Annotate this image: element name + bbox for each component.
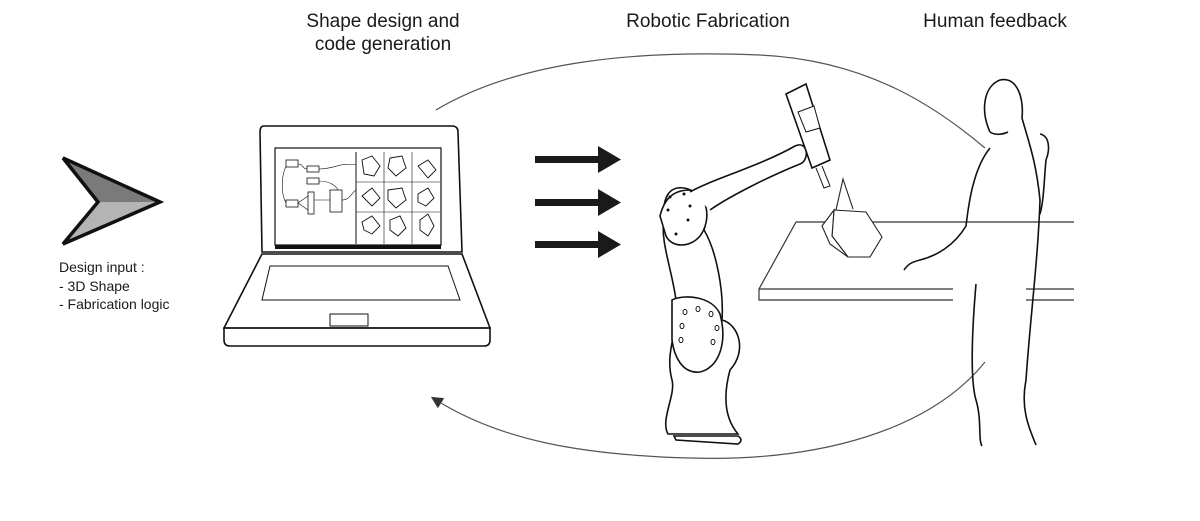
design-input-label: Design input : - 3D Shape - Fabrication … (59, 258, 170, 314)
human-silhouette-icon (903, 78, 1050, 447)
stage-title-design: Shape design and code generation (258, 10, 508, 56)
flow-arrows-icon (535, 146, 621, 258)
input-arrow-icon (61, 156, 165, 246)
stage-title-fabrication: Robotic Fabrication (598, 10, 818, 33)
laptop-icon (222, 125, 492, 347)
stage-title-line: code generation (314, 34, 452, 55)
stage-title-line: Shape design and (306, 11, 460, 32)
workpiece-icon (821, 176, 883, 258)
stage-title-line: Human feedback (923, 11, 1067, 32)
feedback-loop-bottom-arc (430, 361, 986, 459)
design-input-item: - 3D Shape (59, 277, 130, 294)
stage-title-line: Robotic Fabrication (626, 11, 790, 32)
stage-title-feedback: Human feedback (900, 10, 1090, 33)
design-input-heading: Design input : (59, 259, 145, 275)
design-input-item: - Fabrication logic (59, 296, 170, 312)
feedback-loop-top-arc (435, 53, 986, 149)
robot-arm-icon (659, 82, 831, 445)
